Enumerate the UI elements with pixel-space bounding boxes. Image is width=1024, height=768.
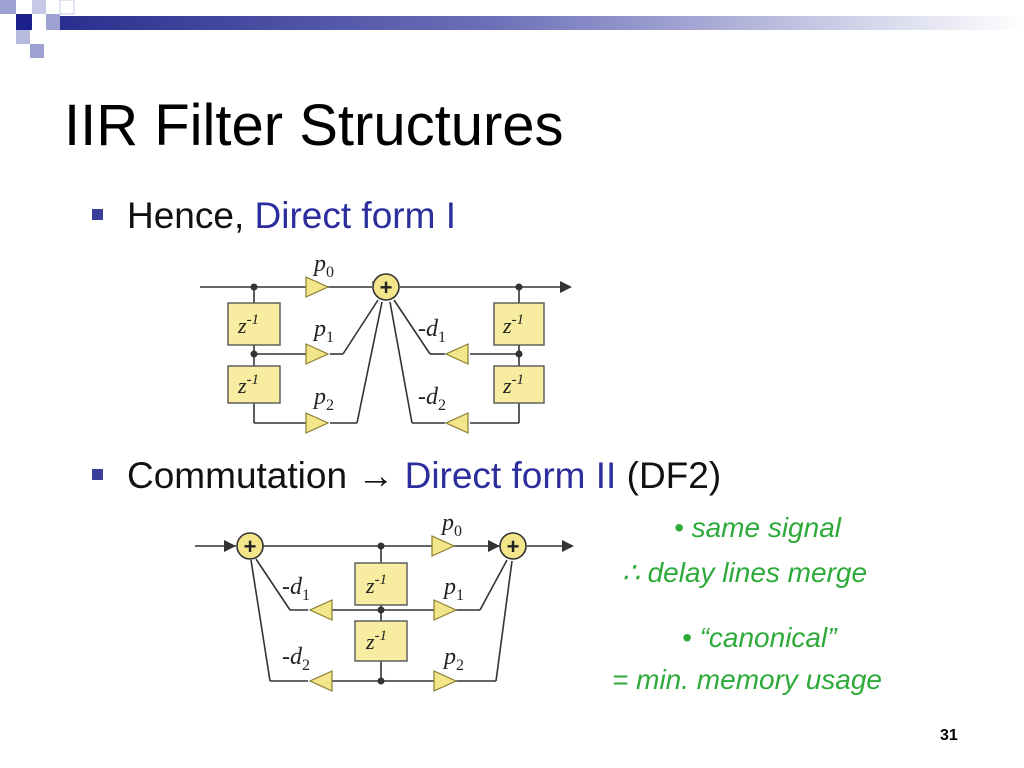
gain-label-d1: -d1 <box>418 316 446 346</box>
note-min-memory: = min. memory usage <box>612 664 882 695</box>
junction-dot <box>515 283 523 291</box>
gain-triangle <box>308 670 333 692</box>
arrowhead <box>560 281 572 293</box>
header-square <box>46 14 60 30</box>
arrowhead <box>488 540 500 552</box>
delay-block: z-1 <box>227 302 281 346</box>
header-square <box>59 0 75 15</box>
svg-text:z-1: z-1 <box>502 312 524 338</box>
gain-label-p0: p0 <box>312 251 334 281</box>
delay-block: z-1 <box>493 365 545 404</box>
note-canonical: • “canonical” <box>682 622 837 653</box>
gain-label-p2: p2 <box>312 384 334 414</box>
gain-triangle <box>433 670 458 692</box>
junction-dot <box>377 542 385 550</box>
adder-node: + <box>236 532 264 560</box>
header-square <box>0 0 16 14</box>
page-number: 31 <box>940 727 958 744</box>
junction-dot <box>377 606 385 614</box>
gain-triangle <box>308 599 333 621</box>
gain-triangle <box>305 412 330 434</box>
svg-text:+: + <box>507 534 520 559</box>
junction-dot <box>515 350 523 358</box>
bullet-direct-form-1: Hence, Direct form I <box>92 195 456 237</box>
svg-text:+: + <box>244 534 257 559</box>
junction-dot <box>377 677 385 685</box>
svg-text:+: + <box>380 275 393 300</box>
delay-block: z-1 <box>354 620 408 662</box>
svg-text:z-1: z-1 <box>237 372 259 398</box>
junction-dot <box>250 350 258 358</box>
arrow-symbol: → <box>357 455 395 496</box>
header-bar <box>0 0 1024 58</box>
header-square <box>30 44 44 58</box>
header-square <box>16 14 32 30</box>
header-square <box>32 0 46 14</box>
gain-triangle <box>305 343 330 365</box>
gain-triangle <box>444 412 469 434</box>
svg-text:z-1: z-1 <box>365 628 387 654</box>
gain-label-p2: p2 <box>442 644 464 674</box>
adder-node: + <box>499 532 527 560</box>
arrowhead <box>562 540 574 552</box>
delay-block: z-1 <box>493 302 545 346</box>
header-square <box>16 30 30 44</box>
junction-dot <box>250 283 258 291</box>
svg-text:z-1: z-1 <box>502 372 524 398</box>
delay-block: z-1 <box>227 365 281 404</box>
bullet-direct-form-2: Commutation → Direct form II (DF2) <box>92 455 721 497</box>
note-delay-lines-merge: ∴ delay lines merge <box>622 557 868 588</box>
gain-triangle <box>305 276 330 298</box>
bullet-square-icon <box>92 468 103 480</box>
adder-node: + <box>372 273 400 301</box>
arrowhead <box>372 281 380 293</box>
svg-text:z-1: z-1 <box>365 572 387 598</box>
gain-label-p0: p0 <box>440 510 462 540</box>
gain-label-d2: -d2 <box>418 384 446 414</box>
bullet-square-icon <box>92 208 103 220</box>
slide-title: IIR Filter Structures <box>64 93 564 158</box>
highlight-text: Direct form I <box>254 195 456 236</box>
gain-triangle <box>431 535 456 557</box>
svg-text:z-1: z-1 <box>237 312 259 338</box>
gain-label-p1: p1 <box>442 574 464 604</box>
note-same-signal: • same signal <box>674 512 841 543</box>
arrowhead <box>224 540 236 552</box>
gain-label-d1: -d1 <box>282 574 310 604</box>
gain-triangle <box>433 599 458 621</box>
gain-label-p1: p1 <box>312 316 334 346</box>
gain-triangle <box>444 343 469 365</box>
gain-label-d2: -d2 <box>282 644 310 674</box>
highlight-text: Direct form II <box>404 455 617 496</box>
delay-block: z-1 <box>354 562 408 606</box>
